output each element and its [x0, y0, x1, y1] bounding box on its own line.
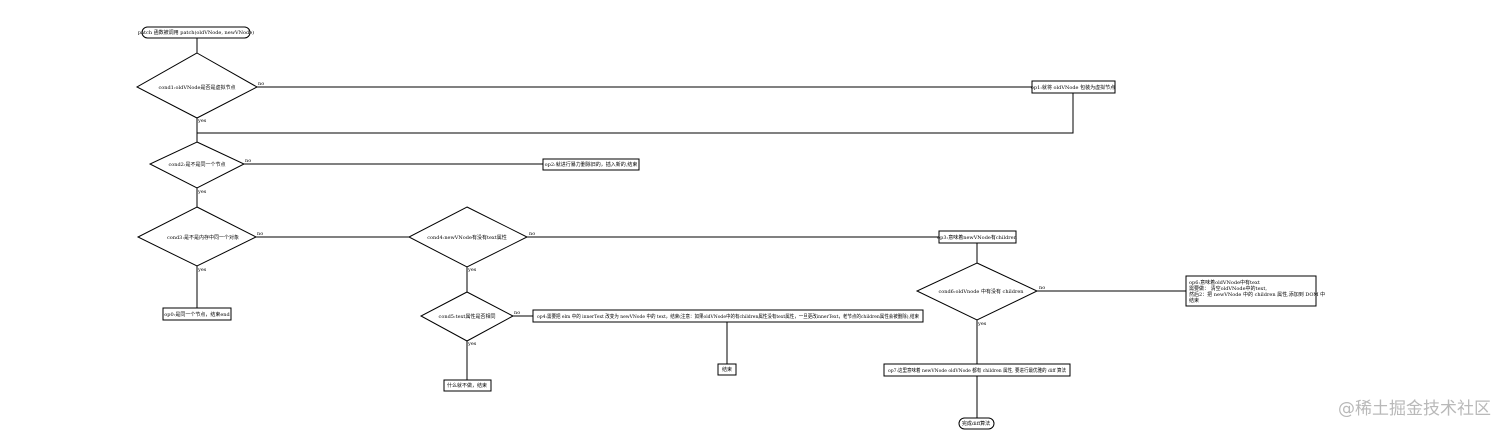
cond6-decision: cond6:oldVnode 中有没有 children — [915, 262, 1039, 321]
op4-label: op4:需要把 elm 中的 innerText 改变为 newVNode 中的… — [537, 313, 919, 320]
op6-line-3: 然后2：把 newVNode 中的 children 属性,添加到 DOM 中 — [1189, 291, 1325, 298]
op1-process: op1:就将 oldVNode 包装为虚拟节点 — [1031, 80, 1116, 94]
label-cond1-no: no — [258, 81, 264, 87]
cond5-label: cond5:text属性是否相同 — [439, 313, 496, 320]
op4-end-label: 结束 — [722, 366, 732, 373]
cond2-decision: cond2:是不是同一个节点 — [148, 141, 246, 189]
label-cond4-yes: yes — [467, 267, 477, 273]
op6-line-4: 结束 — [1189, 297, 1199, 304]
label-cond5-no: no — [514, 310, 520, 316]
op4-end-process: 结束 — [717, 363, 737, 376]
cond5-decision: cond5:text属性是否相同 — [419, 291, 515, 342]
label-cond3-yes: yes — [197, 267, 207, 273]
op3-label: op3:意味着newVNode有children — [937, 234, 1017, 241]
op2-process: op2:就进行暴力删除旧的，插入新的,结束 — [542, 158, 640, 171]
op1-label: op1:就将 oldVNode 包装为虚拟节点 — [1031, 84, 1115, 91]
start-terminal: patch 函数被调用 patch(oldVNode, newVNode) — [138, 26, 254, 39]
connectors — [196, 38, 1186, 418]
op0-label: op0:是同一个节点，结束end — [164, 311, 230, 318]
label-cond6-no: no — [1039, 285, 1045, 291]
label-cond2-no: no — [245, 158, 251, 164]
label-cond4-no: no — [529, 231, 535, 237]
edge-op1-loop — [197, 93, 1074, 134]
cond5-end-label: 什么就不做，结束 — [447, 382, 487, 389]
cond4-label: cond4:newVNode有没有text属性 — [427, 234, 507, 241]
op3-process: op3:意味着newVNode有children — [937, 230, 1018, 244]
cond3-decision: cond3:是不是内存中同一个对象 — [136, 206, 258, 267]
op6-line-2: 需要做： 清空oldVNode中的text, — [1189, 285, 1267, 292]
op6-line-1: op6:意味着oldVNode中有text — [1189, 279, 1260, 286]
cond1-label: cond1:oldVNode是否是虚拟节点 — [158, 84, 235, 91]
cond4-decision: cond4:newVNode有没有text属性 — [407, 206, 529, 268]
op2-label: op2:就进行暴力删除旧的，插入新的,结束 — [545, 161, 638, 168]
op0-process: op0:是同一个节点，结束end — [162, 307, 232, 321]
edge-labels: no yes no yes no yes no yes no yes no ye… — [197, 81, 1045, 347]
cond2-label: cond2:是不是同一个节点 — [168, 162, 225, 168]
label-cond3-no: no — [257, 231, 263, 237]
cond3-label: cond3:是不是内存中同一个对象 — [167, 234, 239, 241]
op6-process: op6:意味着oldVNode中有text 需要做： 清空oldVNode中的t… — [1185, 275, 1325, 307]
op7-process: op7:这里意味着 newVNode oldVNode 都有 children … — [883, 363, 1071, 377]
start-label: patch 函数被调用 patch(oldVNode, newVNode) — [138, 29, 254, 36]
label-cond5-yes: yes — [467, 341, 477, 347]
watermark: @稀土掘金技术社区 — [1338, 399, 1491, 419]
op7-label: op7:这里意味着 newVNode oldVNode 都有 children … — [888, 367, 1066, 374]
label-cond1-yes: yes — [197, 118, 207, 124]
end-label: 完成diff算法 — [962, 420, 990, 427]
cond5-end-process: 什么就不做，结束 — [443, 379, 492, 392]
label-cond2-yes: yes — [197, 189, 207, 195]
cond6-label: cond6:oldVnode 中有没有 children — [938, 288, 1024, 295]
label-cond6-yes: yes — [977, 321, 987, 327]
op4-process: op4:需要把 elm 中的 innerText 改变为 newVNode 中的… — [532, 309, 924, 323]
end-terminal: 完成diff算法 — [958, 417, 995, 430]
cond1-decision: cond1:oldVNode是否是虚拟节点 — [135, 52, 259, 119]
